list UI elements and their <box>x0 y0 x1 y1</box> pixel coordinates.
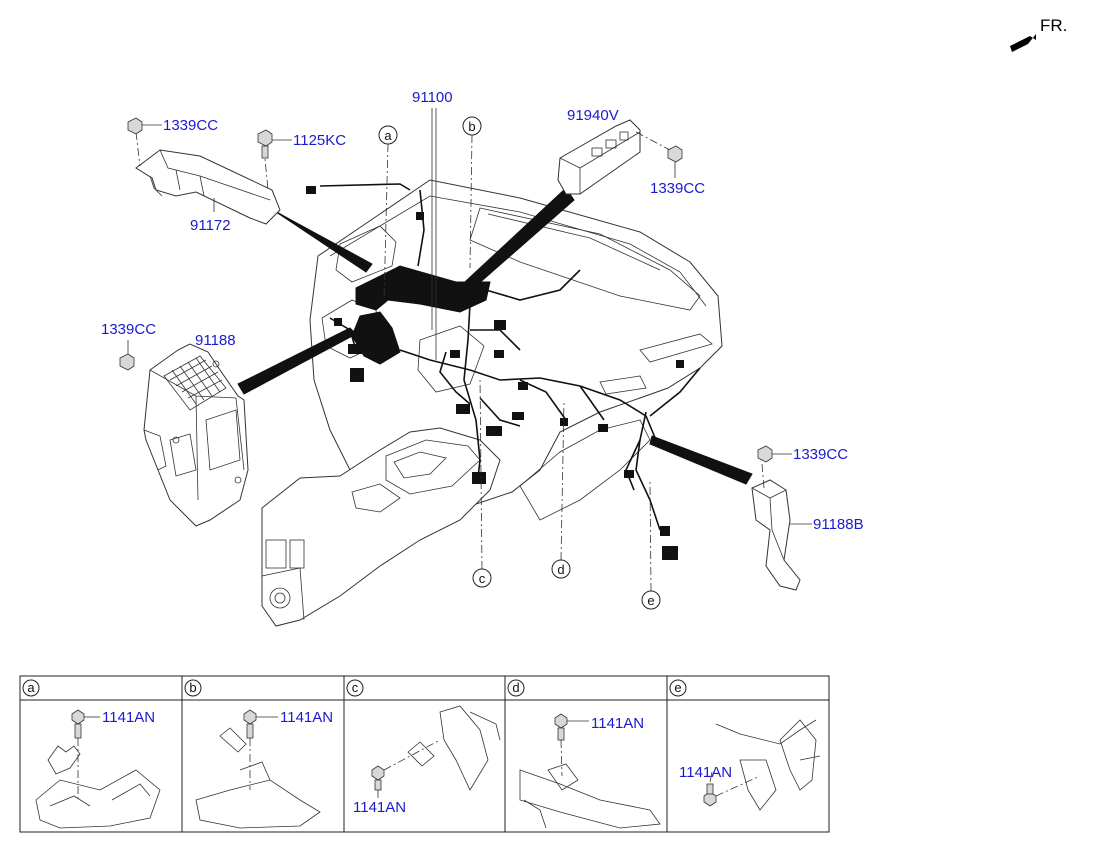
hex-nut-icon <box>119 353 135 371</box>
bolt-icon <box>554 713 568 729</box>
harness-label-91100: 91100 <box>412 89 453 360</box>
detail-e-part-label: 1141AN <box>679 764 732 781</box>
part-label-1339cc: 1339CC <box>163 117 218 134</box>
callout-d: d <box>551 399 571 579</box>
nut-1339cc-right: 1339CC <box>757 445 848 463</box>
svg-text:c: c <box>479 571 486 586</box>
hex-nut-icon <box>757 445 773 463</box>
detail-d-drawing <box>519 713 661 829</box>
leader-bands <box>237 187 753 485</box>
part-label-1125kc: 1125KC <box>293 132 346 149</box>
callout-a: a <box>378 125 398 301</box>
svg-text:d: d <box>512 680 519 695</box>
hex-nut-icon <box>127 117 143 135</box>
part-label-1339cc: 1339CC <box>793 446 848 463</box>
fuse-grid <box>163 355 227 411</box>
bolt-icon <box>257 129 273 147</box>
part-label-91940v: 91940V <box>567 107 619 124</box>
dashboard-outline <box>261 179 723 627</box>
detail-header-c: c <box>346 679 364 697</box>
nut-1339cc-top-left: 1339CC <box>127 117 218 135</box>
bolt-icon <box>371 765 385 781</box>
detail-b-drawing <box>195 709 321 829</box>
detail-a-part-label: 1141AN <box>102 709 155 726</box>
part-label-1339cc: 1339CC <box>101 321 156 338</box>
bracket-91188b <box>751 463 812 591</box>
hex-nut-icon <box>667 145 683 163</box>
front-label: FR. <box>1040 16 1067 35</box>
detail-header-d: d <box>507 679 525 697</box>
main-wiring-harness <box>306 183 701 560</box>
bracket-91172 <box>135 131 281 225</box>
callout-c: c <box>472 377 492 588</box>
detail-table <box>19 675 830 833</box>
bolt-1125kc: 1125KC <box>257 129 346 159</box>
front-direction-indicator: FR. <box>1010 16 1067 52</box>
detail-c-drawing <box>371 705 501 798</box>
svg-text:b: b <box>468 119 475 134</box>
part-label-1339cc: 1339CC <box>650 180 705 197</box>
svg-text:e: e <box>647 593 654 608</box>
bolt-icon <box>71 709 85 725</box>
svg-text:c: c <box>352 680 359 695</box>
detail-c-part-label: 1141AN <box>353 799 406 816</box>
detail-e-drawing <box>703 719 821 811</box>
detail-header-a: a <box>22 679 40 697</box>
detail-b-part-label: 1141AN <box>280 709 333 726</box>
detail-header-b: b <box>184 679 202 697</box>
callout-e: e <box>641 479 661 610</box>
svg-text:a: a <box>384 128 392 143</box>
part-label-91188: 91188 <box>195 332 236 349</box>
detail-a-drawing <box>35 709 161 829</box>
svg-text:e: e <box>674 680 681 695</box>
svg-text:a: a <box>27 680 35 695</box>
part-label-91172: 91172 <box>190 217 231 234</box>
nut-1339cc-right-top: 1339CC <box>650 145 705 197</box>
svg-text:b: b <box>189 680 196 695</box>
detail-d-part-label: 1141AN <box>591 715 644 732</box>
front-arrow-icon <box>1010 34 1036 52</box>
part-label-91100: 91100 <box>412 89 453 106</box>
svg-text:d: d <box>557 562 564 577</box>
detail-header-e: e <box>669 679 687 697</box>
nut-1339cc-left: 1339CC <box>101 321 156 371</box>
bolt-icon <box>243 709 257 725</box>
part-label-91188b: 91188B <box>813 516 864 533</box>
callout-b: b <box>462 116 482 269</box>
junction-box-91188 <box>143 343 249 527</box>
module-91940v: 91940V <box>557 107 671 195</box>
